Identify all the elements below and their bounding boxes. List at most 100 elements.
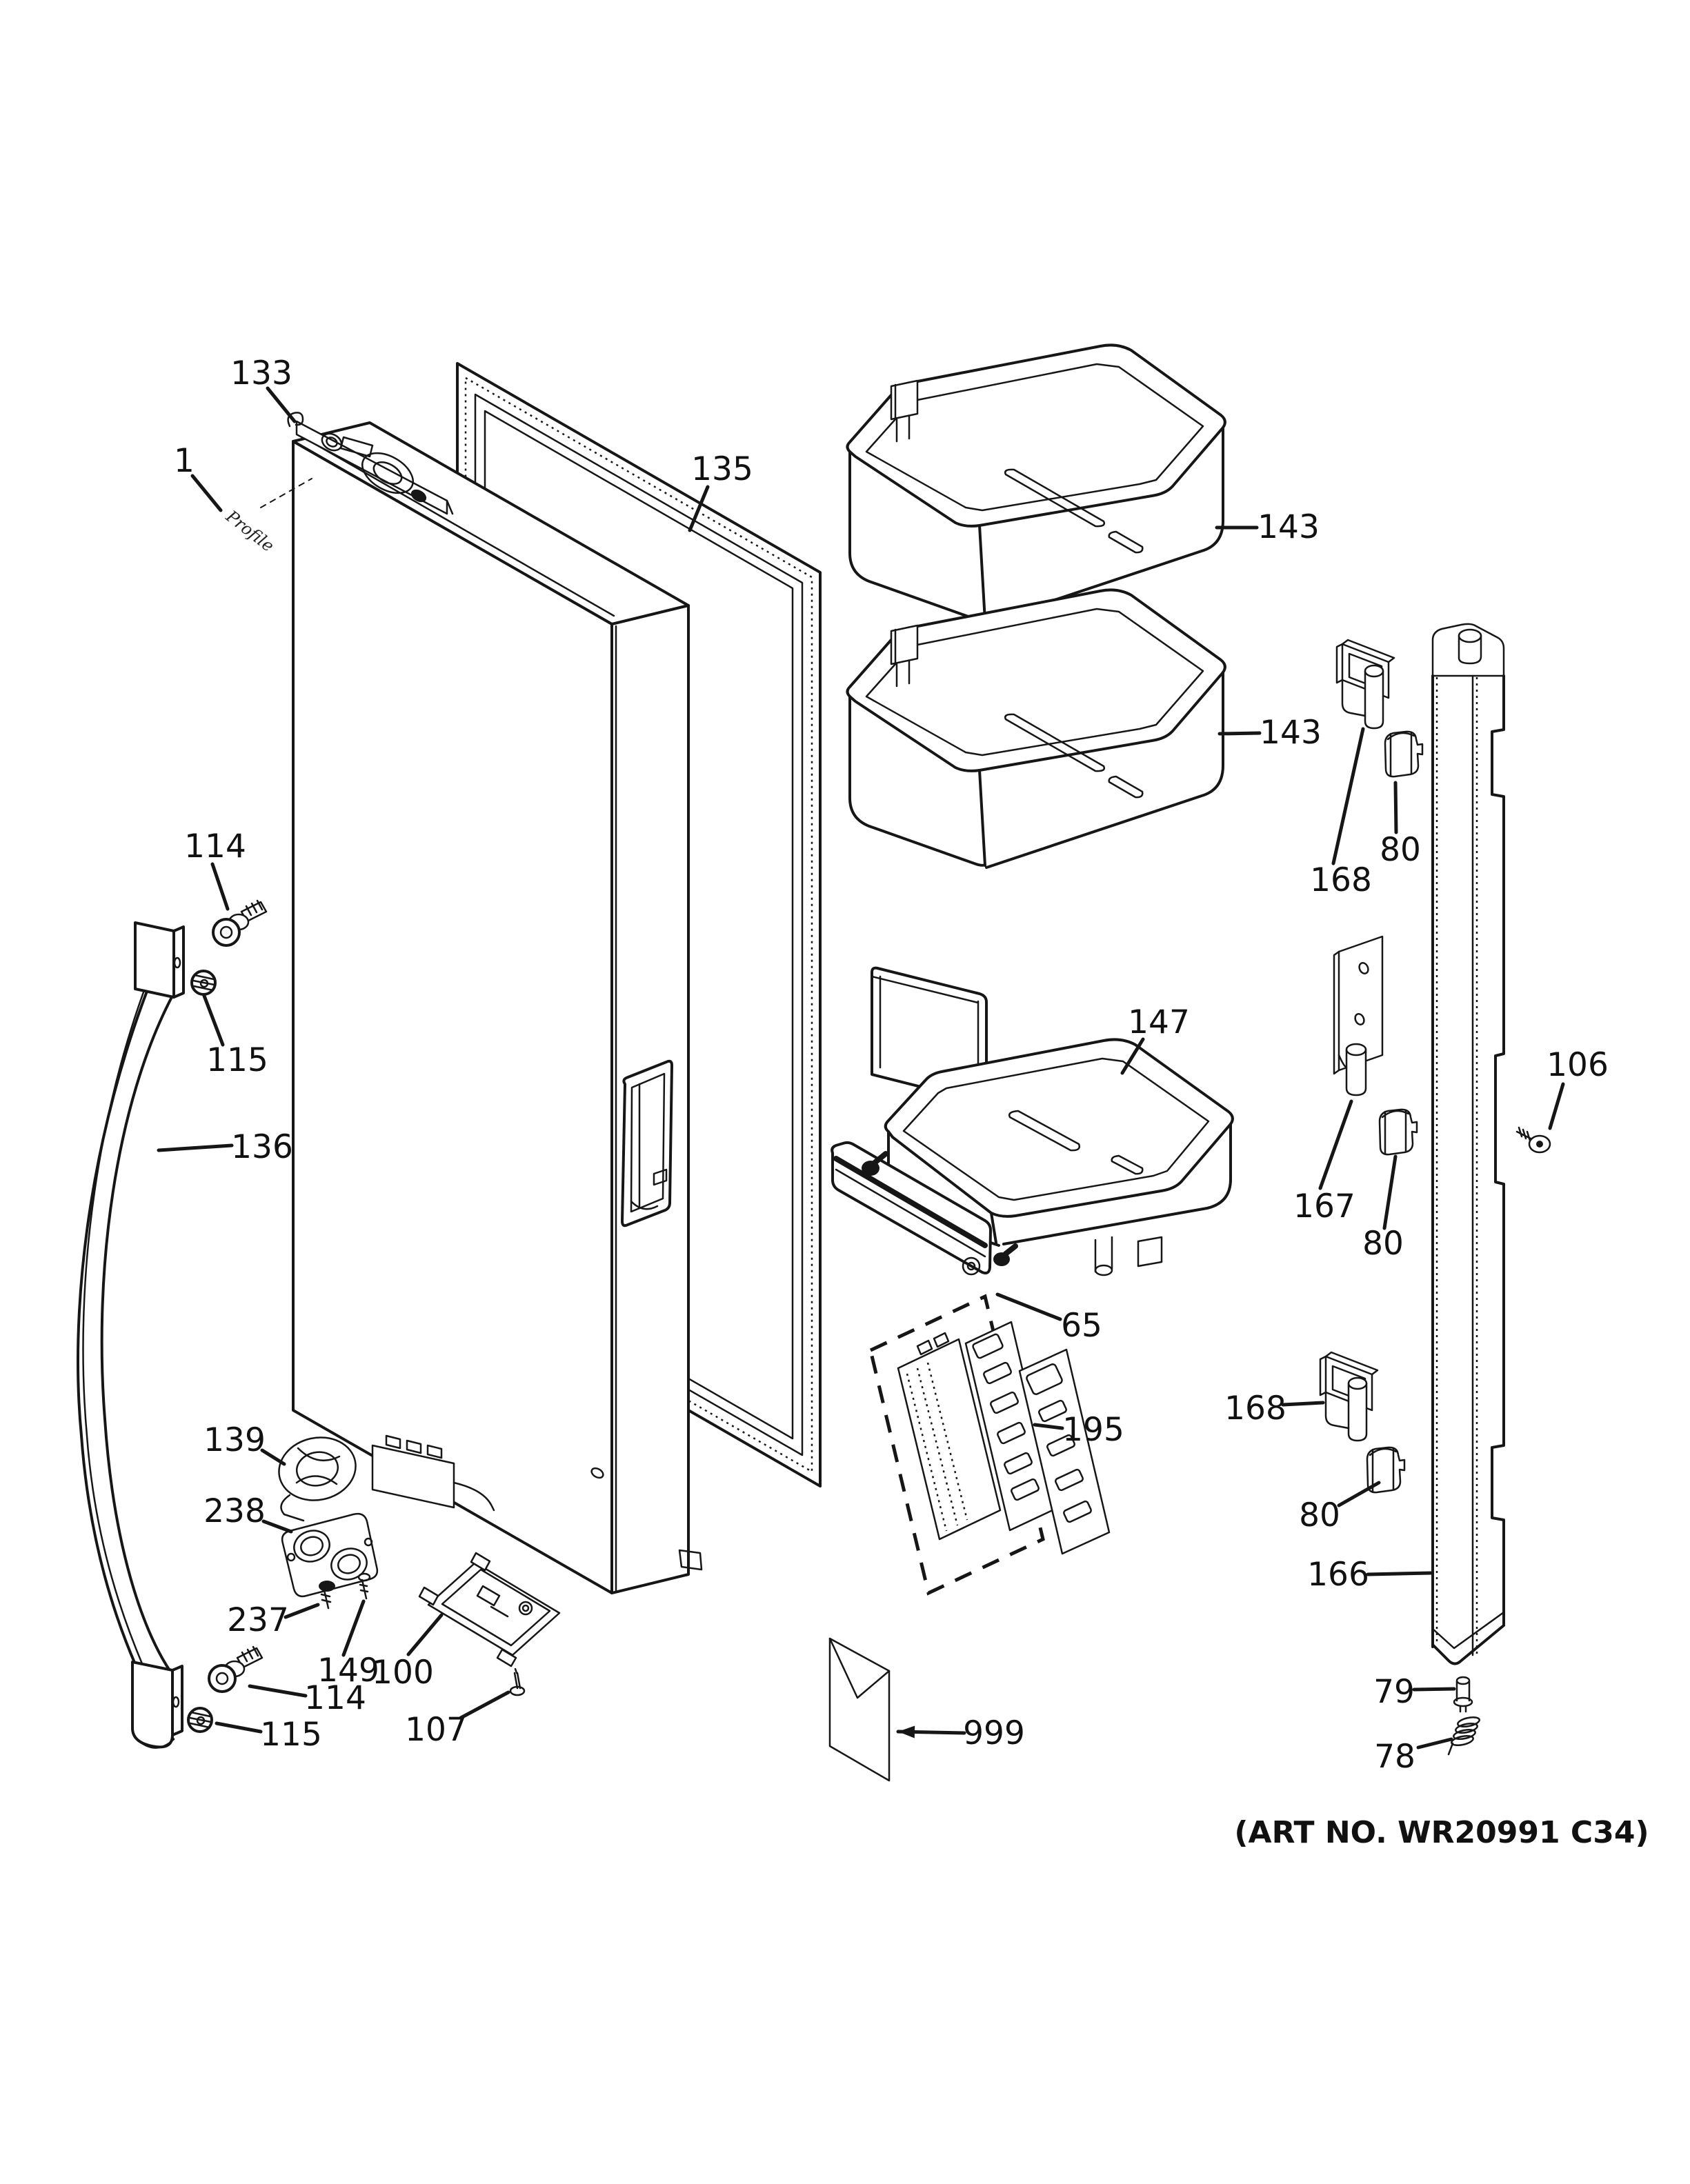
leader-line — [459, 1690, 510, 1720]
part-number-label: 80 — [1362, 1225, 1404, 1263]
callout-80: 80 — [1380, 781, 1421, 869]
leader-line — [261, 1519, 293, 1534]
leader-line — [688, 485, 710, 532]
callout-999: 999 — [896, 1714, 1025, 1752]
leader-line — [260, 1448, 286, 1466]
callout-166: 166 — [1307, 1556, 1433, 1594]
hinge-shim-clip-lower — [1366, 1446, 1406, 1494]
brand-leader — [260, 478, 312, 508]
screw-149 — [357, 1572, 371, 1600]
part-number-label: 1 — [174, 442, 195, 480]
callout-100: 100 — [372, 1613, 444, 1692]
leader-line — [341, 1599, 366, 1657]
handle-screw-lower — [208, 1645, 264, 1693]
callout-80: 80 — [1299, 1481, 1381, 1534]
part-number-label: 139 — [203, 1421, 266, 1459]
hinge-rail — [1431, 623, 1505, 1665]
part-number-label: 114 — [184, 828, 246, 865]
hinge-upper — [1335, 639, 1395, 730]
leader-line — [1412, 1687, 1456, 1692]
callout-237: 237 — [227, 1601, 320, 1639]
part-number-label: 115 — [260, 1716, 322, 1754]
part-number-label: 106 — [1547, 1046, 1609, 1084]
door-handle — [77, 921, 185, 1749]
callout-149: 149 — [317, 1599, 379, 1690]
leader-line — [406, 1613, 444, 1656]
part-number-label: 79 — [1373, 1673, 1415, 1711]
leader-line — [1393, 781, 1398, 834]
door-bin-upper — [846, 343, 1226, 624]
hinge-lower — [1319, 1351, 1379, 1442]
part-number-label: 143 — [1260, 714, 1322, 752]
leader-line — [266, 386, 297, 423]
door-brand-text: Profile — [222, 506, 278, 556]
part-number-label: 80 — [1380, 831, 1421, 869]
part-number-label: 100 — [372, 1654, 434, 1692]
art-number: (ART NO. WR20991 C34) — [1234, 1815, 1649, 1850]
part-number-label: 115 — [206, 1041, 268, 1079]
part-number-label: 78 — [1374, 1738, 1415, 1776]
literature-envelope — [828, 1637, 891, 1782]
trim-screw-left — [862, 1151, 888, 1176]
leader-line — [1217, 731, 1262, 736]
part-number-label: 107 — [405, 1711, 467, 1749]
part-number-label: 80 — [1299, 1496, 1340, 1534]
leader-line — [1548, 1082, 1565, 1130]
leader-line — [1033, 1423, 1064, 1430]
part-number-label: 167 — [1293, 1188, 1355, 1225]
callout-238: 238 — [203, 1492, 293, 1534]
callout-135: 135 — [688, 450, 753, 532]
handle-screw-upper — [212, 899, 268, 947]
screw-237 — [319, 1581, 335, 1610]
part-number-label: 135 — [691, 450, 753, 488]
callout-80: 80 — [1362, 1154, 1404, 1263]
leader-line — [1281, 1401, 1325, 1407]
screw-106 — [1515, 1126, 1551, 1154]
part-number-label: 143 — [1257, 508, 1320, 546]
callout-147: 147 — [1120, 1003, 1190, 1075]
leader-line — [248, 1684, 308, 1698]
part-number-label: 999 — [963, 1714, 1025, 1752]
callout-114: 114 — [248, 1679, 366, 1717]
leader-line — [1416, 1737, 1453, 1750]
handle-set-screw-upper — [190, 970, 217, 996]
part-number-label: 149 — [317, 1652, 379, 1690]
part-number-label: 65 — [1061, 1307, 1102, 1345]
handle-set-screw-lower — [187, 1707, 213, 1733]
hinge-shim-clip-middle — [1378, 1108, 1418, 1156]
dispenser-trim-plate — [831, 1141, 1018, 1276]
hinge-middle — [1333, 935, 1384, 1096]
damper-gasket — [281, 1512, 379, 1598]
callout-107: 107 — [405, 1690, 510, 1749]
leader-line — [1331, 727, 1365, 865]
callout-115: 115 — [215, 1716, 322, 1754]
callout-133: 133 — [230, 354, 297, 423]
callout-167: 167 — [1293, 1099, 1355, 1225]
leader-line — [157, 1143, 234, 1152]
trim-screw-right — [993, 1243, 1018, 1266]
callout-115: 115 — [202, 994, 268, 1079]
part-number-label: 136 — [231, 1128, 293, 1166]
pin-79 — [1453, 1676, 1473, 1713]
callout-79: 79 — [1373, 1673, 1456, 1711]
callout-78: 78 — [1374, 1737, 1453, 1776]
callout-114: 114 — [184, 828, 246, 911]
callout-168: 168 — [1224, 1390, 1325, 1427]
callout-143: 143 — [1215, 508, 1320, 546]
callout-143: 143 — [1217, 714, 1322, 752]
callout-1: 1 — [174, 442, 223, 512]
door-bin-middle — [846, 588, 1226, 869]
part-number-label: 147 — [1128, 1003, 1190, 1041]
callout-139: 139 — [203, 1421, 286, 1466]
part-number-label: 114 — [304, 1679, 366, 1717]
callout-195: 195 — [1033, 1411, 1124, 1449]
part-number-label: 168 — [1224, 1390, 1286, 1427]
leader-line — [1318, 1099, 1353, 1190]
leader-line — [1120, 1037, 1145, 1075]
part-number-label: 238 — [203, 1492, 266, 1530]
duct-door-assembly — [278, 1434, 495, 1522]
door-board — [418, 1552, 561, 1667]
